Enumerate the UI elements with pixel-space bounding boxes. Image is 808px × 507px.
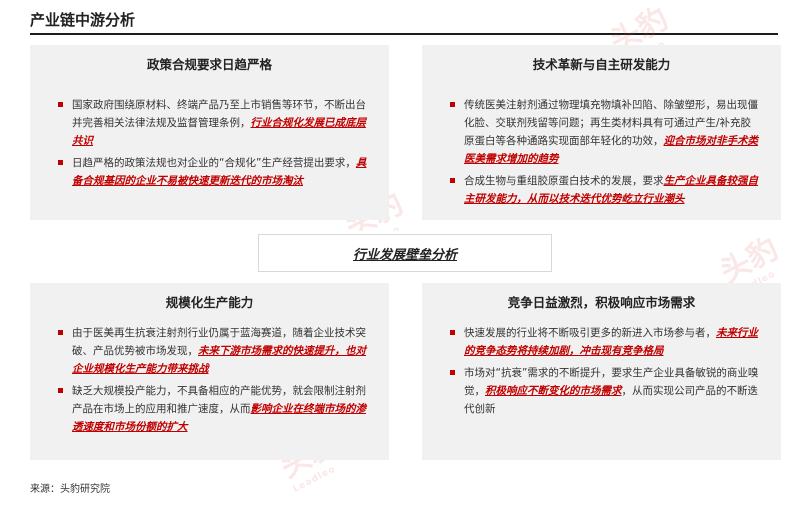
item-text: 传统医美注射剂通过物理填充物填补凹陷、除皱塑形，易出现僵化脸、交联剂残留等问题；…	[464, 99, 758, 147]
item-text: 快速发展的行业将不断吸引更多的新进入市场参与者，	[464, 327, 716, 339]
quadrant-policy-compliance: 政策合规要求日趋严格 国家政府围绕原材料、终端产品乃至上市销售等环节，不断出台并…	[30, 45, 389, 220]
item-text: 合成生物与重组胶原蛋白技术的发展，要求	[464, 175, 664, 187]
list-item: 由于医美再生抗衰注射剂行业仍属于蓝海赛道，随着企业技术突破、产品优势被市场发现，…	[58, 324, 367, 378]
source-note: 来源：头豹研究院	[30, 484, 110, 495]
quadrant-scale-production: 规模化生产能力 由于医美再生抗衰注射剂行业仍属于蓝海赛道，随着企业技术突破、产品…	[30, 283, 389, 460]
quadrant-heading: 技术革新与自主研发能力	[532, 57, 671, 72]
quadrant-tech-innovation: 技术革新与自主研发能力 传统医美注射剂通过物理填充物填补凹陷、除皱塑形，易出现僵…	[422, 45, 781, 220]
quadrant-heading: 规模化生产能力	[165, 295, 254, 310]
item-emphasis: 未来行业的竞争态势将持续加剧，冲击现有竞争格局	[464, 327, 758, 357]
center-label: 行业发展壁垒分析	[352, 247, 457, 263]
list-item: 市场对“抗衰”需求的不断提升，要求生产企业具备敏锐的商业嗅觉，积极响应不断变化的…	[450, 364, 759, 418]
list-item: 缺乏大规模投产能力，不具备相应的产能优势，就会限制注射剂产品在市场上的应用和推广…	[58, 382, 367, 436]
title-divider	[30, 33, 778, 35]
bullet-icon	[450, 370, 455, 375]
quadrant-competition: 竞争日益激烈，积极响应市场需求 快速发展的行业将不断吸引更多的新进入市场参与者，…	[422, 283, 781, 460]
item-text: 缺乏大规模投产能力，不具备相应的产能优势，就会限制注射剂产品在市场上的应用和推广…	[72, 385, 366, 415]
list-item: 传统医美注射剂通过物理填充物填补凹陷、除皱塑形，易出现僵化脸、交联剂残留等问题；…	[450, 96, 759, 168]
quadrant-heading: 政策合规要求日趋严格	[146, 57, 272, 72]
item-text: 市场对“抗衰”需求的不断提升，要求生产企业具备敏锐的商业嗅觉，	[464, 367, 759, 397]
item-emphasis: 迎合市场对非手术类医美需求增加的趋势	[464, 135, 758, 165]
item-emphasis: 未来下游市场需求的快速提升，也对企业规模化生产能力带来挑战	[72, 345, 366, 375]
item-text: 国家政府围绕原材料、终端产品乃至上市销售等环节，不断出台并完善相关法律法规及监督…	[72, 99, 366, 129]
center-banner: 行业发展壁垒分析	[258, 234, 552, 272]
bullet-icon	[58, 160, 63, 165]
list-item: 国家政府围绕原材料、终端产品乃至上市销售等环节，不断出台并完善相关法律法规及监督…	[58, 96, 367, 150]
item-emphasis: 影响企业在终端市场的渗透速度和市场份额的扩大	[72, 403, 366, 433]
bullet-icon	[58, 330, 63, 335]
list-item: 快速发展的行业将不断吸引更多的新进入市场参与者，未来行业的竞争态势将持续加剧，冲…	[450, 324, 759, 360]
bullet-icon	[58, 102, 63, 107]
item-emphasis: 行业合规化发展已成底层共识	[72, 117, 366, 147]
item-emphasis: 积极响应不断变化的市场需求	[485, 385, 622, 397]
list-item: 日趋严格的政策法规也对企业的“合规化”生产经营提出要求，具备合规基因的企业不易被…	[58, 154, 367, 190]
item-text: 由于医美再生抗衰注射剂行业仍属于蓝海赛道，随着企业技术突破、产品优势被市场发现，	[72, 327, 366, 357]
quadrant-heading: 竞争日益激烈，积极响应市场需求	[507, 295, 696, 310]
page-title: 产业链中游分析	[30, 11, 136, 29]
item-emphasis: 生产企业具备较强自主研发能力，从而以技术迭代优势屹立行业潮头	[464, 175, 758, 205]
bullet-icon	[450, 330, 455, 335]
bullet-icon	[450, 178, 455, 183]
bullet-icon	[450, 102, 455, 107]
item-text: 日趋严格的政策法规也对企业的“合规化”生产经营提出要求，	[72, 157, 356, 169]
item-emphasis: 具备合规基因的企业不易被快速更新迭代的市场淘汰	[72, 157, 367, 187]
item-text-tail: ，从而实现公司产品的不断迭代创新	[464, 385, 758, 415]
bullet-icon	[58, 388, 63, 393]
list-item: 合成生物与重组胶原蛋白技术的发展，要求生产企业具备较强自主研发能力，从而以技术迭…	[450, 172, 759, 208]
